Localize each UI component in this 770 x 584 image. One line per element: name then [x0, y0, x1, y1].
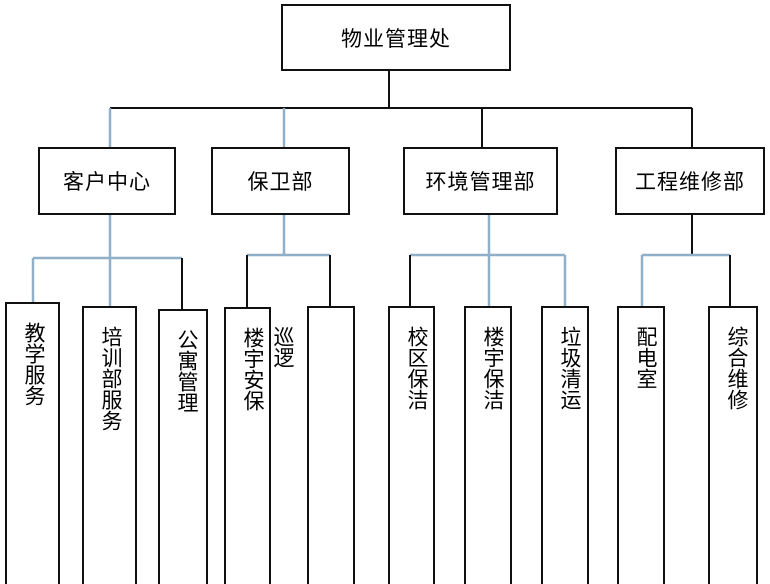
sub-teaching-service: 教学服务 [5, 302, 60, 584]
sub-label: 楼宇安保 [241, 327, 265, 411]
root-label: 物业管理处 [341, 26, 451, 51]
sub-building-cleaning: 楼宇保洁 [464, 306, 512, 584]
root-node: 物业管理处 [281, 4, 511, 71]
sub-building-security: 楼宇安保 [224, 307, 271, 584]
sub-label: 公寓管理 [175, 329, 199, 413]
sub-general-maintenance: 综合维修 [708, 306, 758, 584]
dept-engineering: 工程维修部 [615, 147, 765, 215]
dept-label: 客户中心 [63, 170, 151, 194]
dept-label: 工程维修部 [635, 170, 745, 194]
sub-apartment-management: 公寓管理 [158, 309, 208, 584]
sub-patrol: 巡逻 [271, 306, 355, 584]
dept-customer-center: 客户中心 [38, 147, 176, 215]
sub-label: 楼宇保洁 [481, 326, 505, 410]
sub-label: 教学服务 [22, 322, 46, 406]
dept-environment: 环境管理部 [403, 147, 558, 215]
sub-label: 配电室 [634, 326, 658, 389]
sub-training-service: 培训部服务 [82, 306, 137, 584]
sub-label: 校区保洁 [405, 326, 429, 410]
sub-garbage-removal: 垃圾清运 [541, 306, 589, 584]
dept-security: 保卫部 [211, 147, 350, 215]
sub-label: 垃圾清运 [558, 326, 582, 410]
sub-label: 巡逻 [271, 326, 295, 368]
dept-label: 保卫部 [247, 170, 314, 194]
sub-campus-cleaning: 校区保洁 [388, 306, 435, 584]
sub-label: 培训部服务 [99, 326, 123, 431]
sub-power-room: 配电室 [617, 306, 665, 584]
dept-label: 环境管理部 [425, 170, 536, 194]
sub-label: 综合维修 [725, 326, 749, 410]
